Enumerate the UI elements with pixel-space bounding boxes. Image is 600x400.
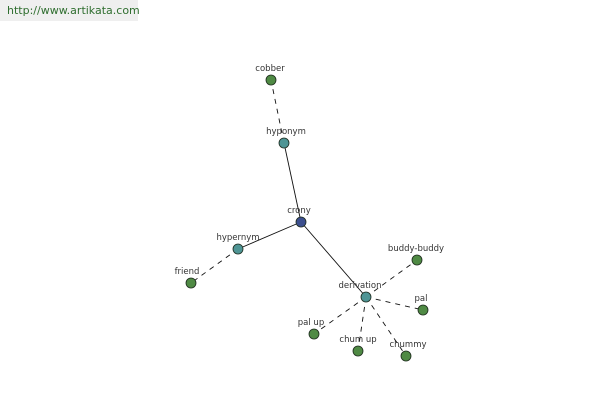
- graph-edges: [190, 79, 424, 357]
- word-node-circle[interactable]: [417, 304, 429, 316]
- word-node-chummy[interactable]: chummy: [389, 340, 427, 362]
- relation-node-label: hyponym: [266, 127, 306, 137]
- word-node-pal[interactable]: pal: [415, 294, 429, 316]
- word-node-circle[interactable]: [352, 345, 364, 357]
- relation-node-circle[interactable]: [360, 291, 372, 303]
- edge-derivation-pal-up: [313, 296, 367, 335]
- word-node-label: friend: [175, 267, 200, 277]
- word-node-buddy-buddy[interactable]: buddy-buddy: [388, 244, 444, 266]
- word-node-circle[interactable]: [400, 350, 412, 362]
- edge-hypernym-friend: [190, 248, 239, 284]
- relation-node-circle[interactable]: [232, 243, 244, 255]
- source-link[interactable]: http://www.artikata.com: [7, 4, 140, 17]
- relation-node-label: derivation: [338, 281, 381, 291]
- word-node-circle[interactable]: [308, 328, 320, 340]
- word-node-label: pal up: [298, 318, 324, 328]
- relation-node-derivation[interactable]: derivation: [338, 281, 382, 303]
- word-node-label: chummy: [389, 340, 426, 350]
- relation-node-label: hypernym: [216, 233, 259, 243]
- word-node-chum-up[interactable]: chum up: [339, 335, 377, 357]
- word-node-pal-up[interactable]: pal up: [298, 318, 324, 340]
- word-node-label: cobber: [255, 64, 285, 74]
- graph-nodes: cobber friend buddy-buddy pal chummy chum up p…: [175, 64, 444, 362]
- word-node-circle[interactable]: [265, 74, 277, 86]
- root-node-crony[interactable]: crony: [287, 206, 311, 228]
- source-banner: http://www.artikata.com: [0, 0, 140, 21]
- edge-crony-derivation: [300, 221, 367, 298]
- edge-crony-hyponym: [283, 142, 302, 223]
- word-node-cobber[interactable]: cobber: [255, 64, 285, 86]
- word-node-circle[interactable]: [411, 254, 423, 266]
- relation-node-hypernym[interactable]: hypernym: [216, 233, 260, 255]
- relation-node-hyponym[interactable]: hyponym: [266, 127, 306, 149]
- edge-hyponym-cobber: [270, 79, 285, 144]
- word-node-label: chum up: [339, 335, 376, 345]
- word-node-label: pal: [415, 294, 428, 304]
- word-node-label: buddy-buddy: [388, 244, 444, 254]
- root-node-circle[interactable]: [295, 216, 307, 228]
- edge-derivation-buddy-buddy: [365, 259, 418, 298]
- word-node-circle[interactable]: [185, 277, 197, 289]
- relation-node-circle[interactable]: [278, 137, 290, 149]
- root-node-label: crony: [287, 206, 311, 216]
- word-node-friend[interactable]: friend: [175, 267, 200, 289]
- edge-crony-hypernym: [237, 221, 302, 250]
- edge-derivation-chummy: [365, 296, 407, 357]
